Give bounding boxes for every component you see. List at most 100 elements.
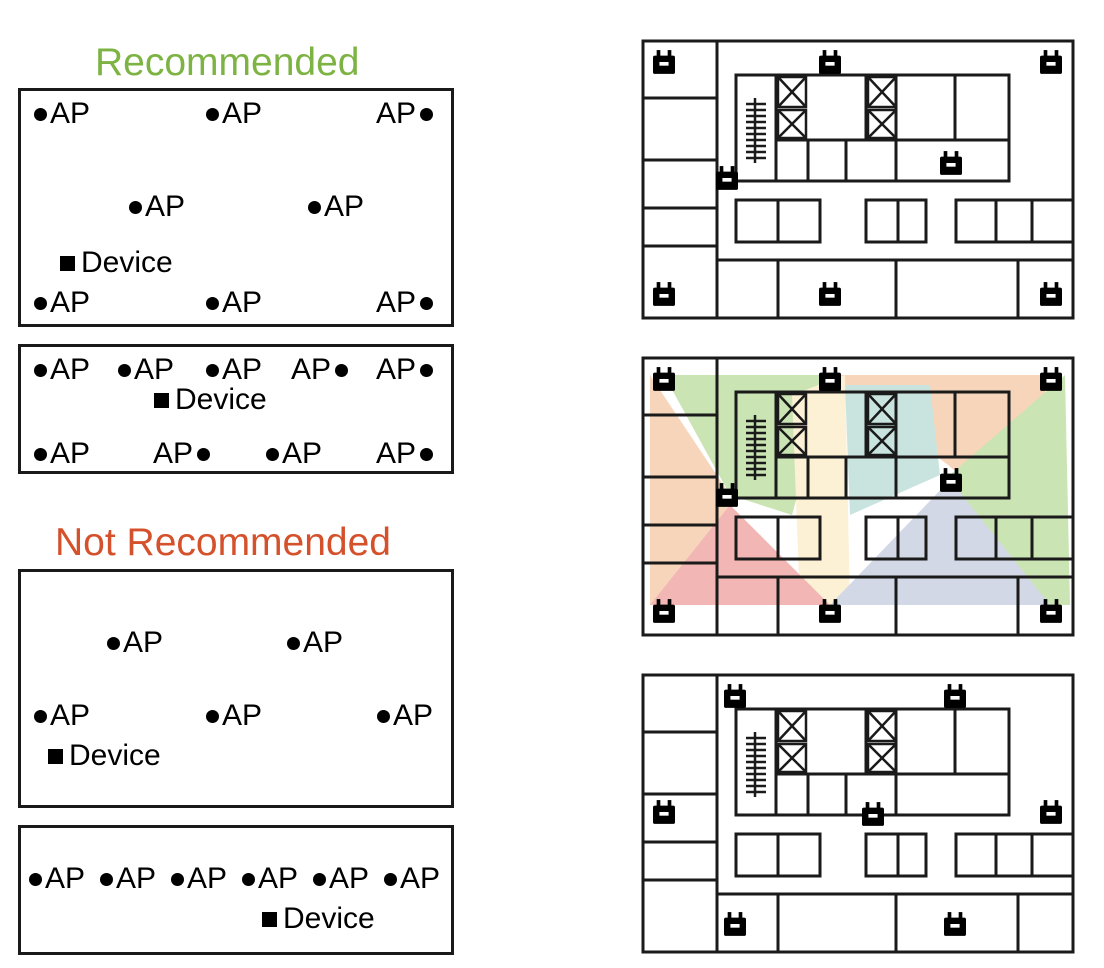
ap-marker: AP xyxy=(308,192,364,222)
device-label: Device xyxy=(81,246,173,279)
ap-dot-icon xyxy=(34,107,47,121)
ap-marker: AP xyxy=(313,864,369,894)
device-square-icon xyxy=(48,748,63,764)
ap-label: AP xyxy=(376,286,417,319)
ap-marker: AP xyxy=(377,701,433,731)
ap-label: AP xyxy=(329,862,370,895)
access-point-icon xyxy=(653,684,1062,936)
floor-plan-coverage xyxy=(641,356,1075,637)
ap-label: AP xyxy=(258,862,299,895)
ap-dot-icon xyxy=(34,709,47,723)
ap-marker: AP xyxy=(287,628,343,658)
ap-label: AP xyxy=(153,437,194,470)
ap-dot-icon xyxy=(308,200,321,214)
ap-marker: AP xyxy=(129,192,185,222)
recommended-heading: Recommended xyxy=(95,41,360,84)
ap-dot-icon xyxy=(34,447,47,461)
access-point-icon xyxy=(653,50,1062,306)
ap-marker: AP xyxy=(376,99,434,129)
ap-label: AP xyxy=(45,862,86,895)
ap-marker: AP xyxy=(384,864,440,894)
device-marker: Device xyxy=(60,248,173,278)
ap-dot-icon xyxy=(171,872,184,886)
ap-marker: AP xyxy=(376,353,434,386)
device-square-icon xyxy=(60,255,75,271)
ap-label: AP xyxy=(376,353,417,386)
ap-dot-icon xyxy=(206,107,219,121)
ap-dot-icon xyxy=(266,447,279,461)
ap-label: AP xyxy=(282,437,323,470)
ap-dot-icon xyxy=(206,363,219,377)
device-square-icon xyxy=(154,392,169,408)
ap-marker: AP xyxy=(100,864,156,894)
device-marker: Device xyxy=(48,741,161,771)
ap-marker: AP xyxy=(29,864,85,894)
coverage-zones xyxy=(650,375,1070,605)
ap-dot-icon xyxy=(287,636,300,650)
floor-plan-alternative xyxy=(641,673,1075,954)
ap-label: AP xyxy=(222,353,263,386)
ap-label: AP xyxy=(50,353,91,386)
ap-marker: AP xyxy=(118,355,174,385)
ap-dot-icon xyxy=(29,872,42,886)
recommended-layout-rectangular: AP AP AP AP AP Device AP AP AP xyxy=(18,88,454,327)
ap-marker: AP xyxy=(153,437,211,470)
ap-dot-icon xyxy=(420,296,434,310)
ap-label: AP xyxy=(400,862,441,895)
ap-label: AP xyxy=(324,190,365,223)
device-label: Device xyxy=(69,739,161,772)
ap-dot-icon xyxy=(34,363,47,377)
ap-label: AP xyxy=(50,437,91,470)
ap-marker: AP xyxy=(171,864,227,894)
ap-marker: AP xyxy=(206,355,262,385)
ap-dot-icon xyxy=(377,709,390,723)
ap-marker: AP xyxy=(376,286,434,319)
not-recommended-heading: Not Recommended xyxy=(55,521,391,564)
ap-dot-icon xyxy=(197,447,211,461)
ap-dot-icon xyxy=(384,872,397,886)
ap-dot-icon xyxy=(335,363,349,377)
not-recommended-layout-rectangular: AP AP AP AP AP Device xyxy=(18,569,454,808)
ap-label: AP xyxy=(303,626,344,659)
ap-marker: AP xyxy=(34,355,90,385)
device-label: Device xyxy=(283,902,375,935)
ap-label: AP xyxy=(222,286,263,319)
ap-dot-icon xyxy=(100,872,113,886)
ap-marker: AP xyxy=(206,288,262,318)
ap-marker: AP xyxy=(376,437,434,470)
ap-label: AP xyxy=(134,353,175,386)
ap-marker: AP xyxy=(242,864,298,894)
ap-marker: AP xyxy=(206,99,262,129)
ap-label: AP xyxy=(376,437,417,470)
ap-dot-icon xyxy=(420,447,434,461)
device-marker: Device xyxy=(262,904,375,934)
floor-plan-recommended xyxy=(641,39,1075,320)
ap-dot-icon xyxy=(206,709,219,723)
ap-dot-icon xyxy=(118,363,131,377)
ap-label: AP xyxy=(222,97,263,130)
ap-dot-icon xyxy=(129,200,142,214)
device-square-icon xyxy=(262,911,277,927)
ap-label: AP xyxy=(291,353,332,386)
ap-marker: AP xyxy=(34,288,90,318)
ap-label: AP xyxy=(50,699,91,732)
device-marker: Device xyxy=(154,385,267,415)
ap-label: AP xyxy=(116,862,157,895)
ap-dot-icon xyxy=(206,296,219,310)
ap-marker: AP xyxy=(266,439,322,469)
ap-label: AP xyxy=(50,97,91,130)
ap-dot-icon xyxy=(420,363,434,377)
ap-marker: AP xyxy=(107,628,163,658)
ap-label: AP xyxy=(50,286,91,319)
ap-dot-icon xyxy=(107,636,120,650)
ap-label: AP xyxy=(123,626,164,659)
ap-label: AP xyxy=(222,699,263,732)
ap-label: AP xyxy=(393,699,434,732)
ap-label: AP xyxy=(187,862,228,895)
ap-dot-icon xyxy=(34,296,47,310)
ap-marker: AP xyxy=(34,99,90,129)
ap-marker: AP xyxy=(34,701,90,731)
ap-label: AP xyxy=(145,190,186,223)
ap-dot-icon xyxy=(242,872,255,886)
ap-dot-icon xyxy=(420,107,434,121)
